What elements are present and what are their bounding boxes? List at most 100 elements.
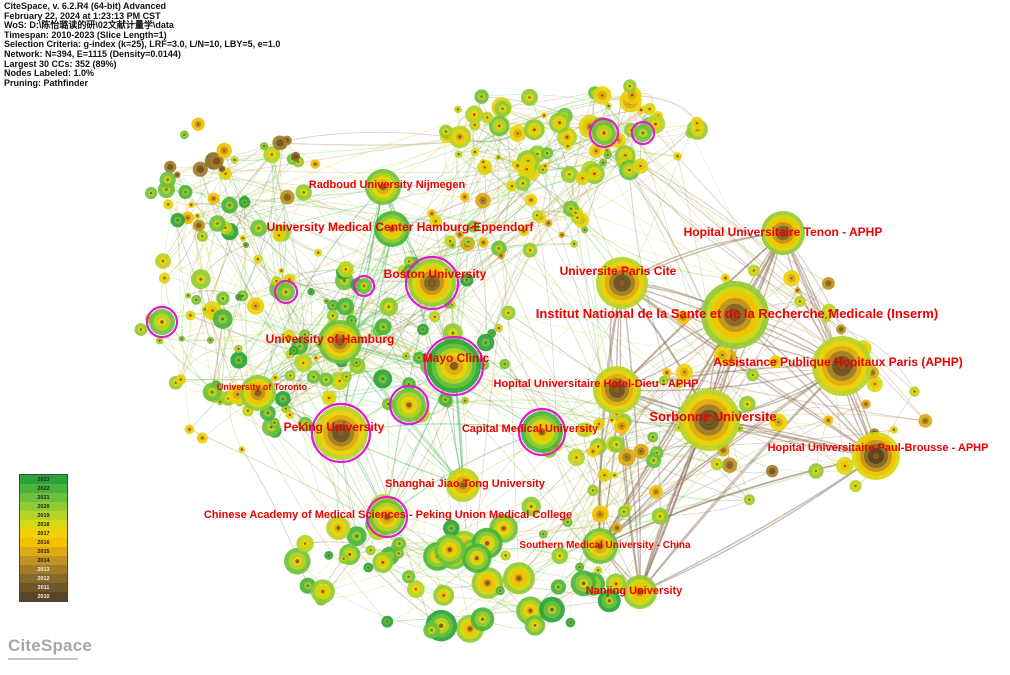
- network-node[interactable]: [587, 445, 599, 458]
- network-node[interactable]: [713, 346, 731, 364]
- network-node[interactable]: [489, 115, 510, 137]
- network-node[interactable]: [260, 142, 269, 151]
- network-node[interactable]: [269, 417, 280, 428]
- network-node[interactable]: [495, 154, 502, 161]
- network-node[interactable]: [549, 112, 570, 134]
- network-node[interactable]: [591, 506, 608, 523]
- network-node[interactable]: [522, 242, 538, 258]
- network-node[interactable]: [768, 355, 782, 369]
- network-node[interactable]: [836, 324, 847, 335]
- network-node[interactable]: [849, 479, 862, 493]
- network-node[interactable]: [190, 269, 211, 290]
- network-node[interactable]: [918, 414, 933, 428]
- network-node[interactable]: [338, 553, 349, 564]
- network-node[interactable]: [273, 279, 299, 305]
- network-node[interactable]: [794, 287, 801, 294]
- network-node[interactable]: [443, 519, 460, 537]
- network-node[interactable]: [570, 570, 597, 597]
- network-node[interactable]: [145, 305, 179, 339]
- network-node[interactable]: [271, 374, 279, 382]
- network-node[interactable]: [822, 277, 835, 290]
- labeled-node[interactable]: [852, 432, 900, 480]
- network-node[interactable]: [206, 336, 214, 344]
- network-node[interactable]: [235, 293, 243, 301]
- network-node[interactable]: [649, 485, 663, 499]
- network-node[interactable]: [307, 288, 315, 296]
- network-node[interactable]: [388, 384, 430, 426]
- network-node[interactable]: [163, 199, 174, 210]
- network-node[interactable]: [470, 607, 495, 631]
- network-node[interactable]: [191, 294, 202, 305]
- network-node[interactable]: [836, 457, 854, 475]
- network-node[interactable]: [336, 297, 355, 316]
- network-node[interactable]: [630, 120, 656, 146]
- labeled-node[interactable]: [623, 575, 657, 609]
- network-node[interactable]: [346, 526, 367, 546]
- labeled-node[interactable]: [582, 528, 618, 564]
- network-node[interactable]: [352, 274, 376, 298]
- network-node[interactable]: [202, 382, 222, 402]
- network-node[interactable]: [587, 484, 599, 496]
- network-node[interactable]: [374, 318, 392, 336]
- network-node[interactable]: [178, 335, 185, 342]
- network-node[interactable]: [463, 237, 473, 247]
- network-node[interactable]: [617, 505, 630, 518]
- network-node[interactable]: [524, 615, 546, 636]
- network-node[interactable]: [145, 187, 158, 200]
- network-node[interactable]: [180, 130, 189, 140]
- network-node[interactable]: [207, 192, 220, 205]
- labeled-node[interactable]: [310, 402, 372, 464]
- network-node[interactable]: [747, 264, 760, 277]
- network-node[interactable]: [470, 147, 479, 156]
- network-node[interactable]: [690, 116, 704, 130]
- network-node[interactable]: [289, 345, 299, 356]
- network-node[interactable]: [253, 254, 263, 264]
- network-node[interactable]: [523, 119, 545, 141]
- network-node[interactable]: [647, 431, 659, 443]
- network-node[interactable]: [216, 291, 230, 306]
- network-node[interactable]: [550, 579, 567, 595]
- network-node[interactable]: [250, 219, 267, 237]
- network-node[interactable]: [310, 579, 335, 604]
- network-node[interactable]: [474, 89, 489, 104]
- network-node[interactable]: [299, 329, 311, 340]
- network-node[interactable]: [645, 452, 662, 469]
- network-node[interactable]: [272, 229, 286, 242]
- network-node[interactable]: [155, 336, 164, 345]
- labeled-node[interactable]: [678, 389, 740, 451]
- network-node[interactable]: [481, 111, 494, 124]
- network-node[interactable]: [501, 305, 516, 320]
- network-node[interactable]: [192, 161, 208, 177]
- network-node[interactable]: [175, 374, 186, 385]
- network-node[interactable]: [381, 615, 394, 628]
- network-node[interactable]: [738, 395, 756, 413]
- network-node[interactable]: [676, 310, 690, 325]
- network-node[interactable]: [597, 468, 612, 482]
- network-node[interactable]: [623, 79, 637, 93]
- network-node[interactable]: [393, 548, 405, 559]
- network-node[interactable]: [518, 226, 529, 237]
- network-node[interactable]: [272, 135, 288, 151]
- network-node[interactable]: [743, 494, 755, 506]
- network-node[interactable]: [403, 256, 415, 267]
- network-node[interactable]: [294, 354, 313, 372]
- network-node[interactable]: [306, 370, 321, 384]
- network-node[interactable]: [155, 253, 171, 269]
- network-node[interactable]: [327, 299, 339, 312]
- network-node[interactable]: [296, 534, 314, 553]
- network-node[interactable]: [605, 102, 612, 110]
- network-node[interactable]: [134, 323, 148, 336]
- network-node[interactable]: [562, 517, 573, 528]
- network-node[interactable]: [575, 422, 590, 437]
- network-node[interactable]: [185, 292, 192, 299]
- network-node[interactable]: [783, 270, 800, 287]
- network-node[interactable]: [544, 219, 553, 227]
- network-node[interactable]: [769, 413, 788, 432]
- network-node[interactable]: [402, 352, 410, 361]
- network-node[interactable]: [794, 295, 806, 308]
- network-node[interactable]: [454, 150, 463, 158]
- network-node[interactable]: [282, 329, 295, 343]
- network-node[interactable]: [238, 196, 251, 208]
- labeled-node[interactable]: [365, 495, 409, 539]
- network-node[interactable]: [326, 309, 339, 322]
